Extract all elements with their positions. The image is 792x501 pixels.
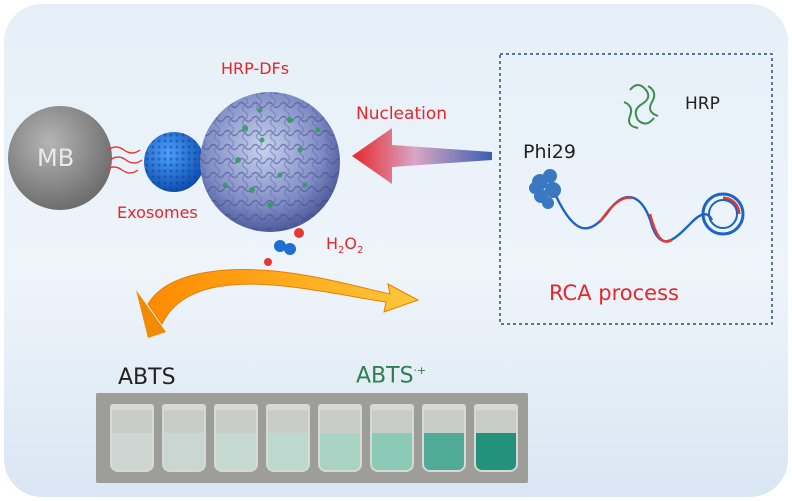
hrp-label: HRP [685, 94, 720, 114]
vial-liquid [372, 432, 412, 470]
vial-5 [318, 404, 362, 472]
exosomes-label: Exosomes [117, 203, 198, 222]
vial-6 [370, 404, 414, 472]
linker-wires [105, 146, 143, 174]
nucleation-label: Nucleation [356, 104, 448, 124]
h2o2-h: H [326, 234, 339, 253]
circular-template-inner [708, 199, 738, 229]
vial-liquid [476, 432, 516, 470]
embedded-hrp-dots [222, 107, 321, 208]
dna-strand-red-2 [648, 213, 673, 243]
abts-label: ABTS [118, 365, 176, 390]
vial-liquid [268, 432, 308, 470]
dna-strand-blue [554, 195, 714, 243]
nucleation-arrow [352, 128, 492, 184]
vial-2 [162, 404, 206, 472]
hrp-dfs-label: HRP-DFs [221, 59, 290, 78]
circular-template-red [722, 196, 741, 215]
dna-strand-red-1 [599, 196, 633, 223]
vial-4 [266, 404, 310, 472]
phi29-label: Phi29 [523, 141, 576, 163]
vial-8 [474, 404, 518, 472]
vial-liquid [216, 432, 256, 470]
vial-3 [214, 404, 258, 472]
hrp-enzyme [623, 84, 659, 129]
reaction-arrow [147, 269, 420, 325]
abts-oxidized-text: ABTS [356, 363, 414, 389]
h2o2-label: H2O2 [326, 236, 363, 256]
exosome-texture [144, 132, 204, 192]
mb-label: MB [37, 144, 75, 172]
nanoflower-texture [200, 92, 340, 232]
vial-liquid [424, 432, 464, 470]
h2o2-o: O [344, 234, 357, 253]
vial-liquid [164, 432, 204, 470]
rca-process-label: RCA process [549, 281, 679, 305]
abts-oxidized-sup: ·+ [413, 364, 427, 377]
phi29-polymerase [529, 169, 561, 209]
vial-liquid [320, 432, 360, 470]
abts-oxidized-label: ABTS·+ [356, 365, 426, 387]
h2o2-molecules [264, 228, 304, 266]
rca-box [499, 53, 773, 325]
circular-template-outer [701, 192, 745, 236]
h2o2-sub-2: 2 [357, 245, 364, 257]
h2o2-sub-1: 2 [338, 245, 345, 257]
vial-7 [422, 404, 466, 472]
reaction-arrow-tail [136, 290, 166, 338]
magnetic-bead [8, 106, 112, 210]
vial-liquid [112, 432, 152, 470]
vial-1 [110, 404, 154, 472]
